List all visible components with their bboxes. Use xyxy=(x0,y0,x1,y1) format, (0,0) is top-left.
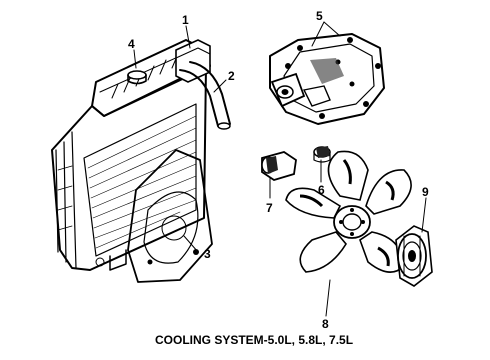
callout-1: 1 xyxy=(182,13,189,27)
callout-6: 6 xyxy=(318,183,325,197)
callout-8: 8 xyxy=(322,317,329,331)
thermostat-icon xyxy=(313,146,331,163)
diagram-caption: COOLING SYSTEM-5.0L, 5.8L, 7.5L xyxy=(155,333,353,347)
radiator-hose-icon xyxy=(179,61,231,130)
callout-5: 5 xyxy=(316,9,323,23)
callout-9: 9 xyxy=(422,185,429,199)
fan-blade-icon xyxy=(285,150,412,273)
thermostat-housing-icon xyxy=(261,151,297,181)
leader-lines xyxy=(133,21,427,317)
callout-4: 4 xyxy=(128,37,135,51)
callout-3: 3 xyxy=(204,247,211,261)
water-pump-icon xyxy=(269,33,385,125)
fan-clutch-icon xyxy=(395,225,433,287)
radiator-cap-icon xyxy=(127,70,147,85)
callout-2: 2 xyxy=(228,69,235,83)
fan-shroud-icon xyxy=(127,149,213,283)
callout-7: 7 xyxy=(266,201,273,215)
radiator xyxy=(51,39,211,271)
